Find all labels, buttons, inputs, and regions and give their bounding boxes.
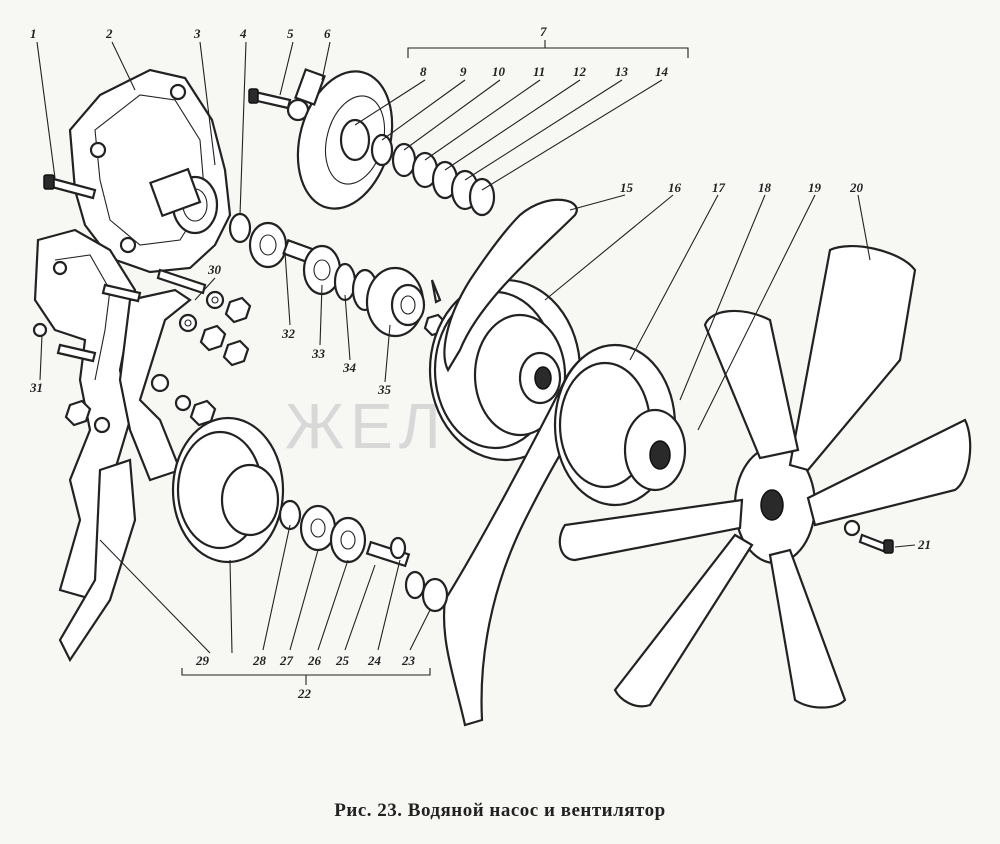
shaft-and-bearings bbox=[228, 212, 447, 338]
label-24: 24 bbox=[367, 653, 382, 668]
figure-caption: Рис. 23. Водяной насос и вентилятор bbox=[334, 800, 666, 821]
seal-assembly bbox=[339, 118, 496, 217]
fan-pulley bbox=[553, 343, 687, 507]
label-2: 2 bbox=[105, 26, 113, 41]
label-22: 22 bbox=[297, 686, 312, 701]
part-labels: 1 2 3 4 5 6 7 8 9 10 11 12 13 14 15 16 1… bbox=[29, 24, 931, 701]
label-5: 5 bbox=[287, 26, 294, 41]
label-31: 31 bbox=[29, 380, 43, 395]
label-7: 7 bbox=[540, 24, 547, 39]
label-6: 6 bbox=[324, 26, 331, 41]
label-10: 10 bbox=[492, 64, 506, 79]
label-3: 3 bbox=[193, 26, 201, 41]
label-35: 35 bbox=[377, 382, 392, 397]
leader-lines bbox=[36, 40, 916, 685]
label-14: 14 bbox=[655, 64, 669, 79]
label-21: 21 bbox=[917, 537, 931, 552]
label-25: 25 bbox=[335, 653, 350, 668]
label-17: 17 bbox=[712, 180, 726, 195]
nuts-and-washers bbox=[64, 290, 252, 434]
label-13: 13 bbox=[615, 64, 629, 79]
bolt bbox=[43, 174, 97, 200]
tensioner-pulley bbox=[171, 416, 285, 564]
label-15: 15 bbox=[620, 180, 634, 195]
tensioner-bracket bbox=[58, 458, 137, 663]
watermark: ЖЕЛ bbox=[285, 390, 447, 462]
label-11: 11 bbox=[533, 64, 545, 79]
label-18: 18 bbox=[758, 180, 772, 195]
label-27: 27 bbox=[279, 653, 294, 668]
label-33: 33 bbox=[311, 346, 326, 361]
label-4: 4 bbox=[239, 26, 247, 41]
pump-housing bbox=[68, 68, 232, 274]
label-9: 9 bbox=[460, 64, 467, 79]
label-28: 28 bbox=[252, 653, 267, 668]
label-16: 16 bbox=[668, 180, 682, 195]
label-23: 23 bbox=[401, 653, 416, 668]
studs bbox=[56, 268, 207, 363]
tensioner-bearings bbox=[278, 499, 449, 613]
label-20: 20 bbox=[849, 180, 864, 195]
fan bbox=[558, 245, 972, 709]
label-34: 34 bbox=[342, 360, 357, 375]
label-26: 26 bbox=[307, 653, 322, 668]
label-29: 29 bbox=[195, 653, 210, 668]
flange-bolt bbox=[248, 88, 310, 122]
label-30: 30 bbox=[207, 262, 222, 277]
label-12: 12 bbox=[573, 64, 587, 79]
fan-bolt bbox=[843, 519, 894, 554]
label-8: 8 bbox=[420, 64, 427, 79]
label-32: 32 bbox=[281, 326, 296, 341]
label-1: 1 bbox=[30, 26, 37, 41]
label-19: 19 bbox=[808, 180, 822, 195]
